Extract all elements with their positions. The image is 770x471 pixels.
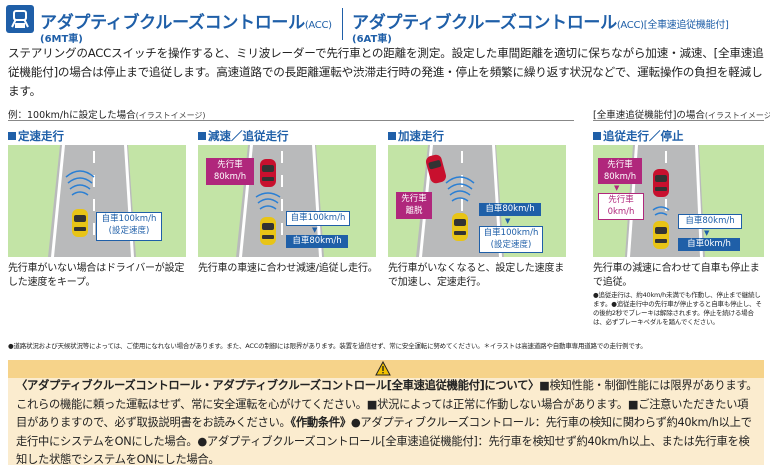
panel-stop-desc: 先行車の減速に合わせて自車も停止まで追従。 [593, 263, 760, 288]
panel-stop-notes: ●追従走行は、約40km/h未満でも作動し、停止まで継続します。●追従走行中の先… [593, 291, 762, 326]
own-car-icon [452, 213, 468, 241]
acc-steering-icon [6, 5, 34, 33]
header-divider [342, 8, 343, 40]
lead-leaving-badge: 先行車離脱 [396, 192, 432, 219]
radar-waves-icon [65, 170, 95, 196]
warning-body-2: ●アダプティブクルーズコントロール：先行車の検知に関わらず約40km/h以上で走… [16, 416, 752, 466]
section-rule-left [8, 120, 574, 121]
lead-car-icon [260, 159, 276, 187]
arrow-down-icon: ▼ [505, 217, 511, 225]
own-speed-after: 自車100km/h(設定速度) [479, 226, 543, 253]
warning-heading: 〈アダプティブクルーズコントロール・アダプティブクルーズコントロール[全車速追従… [16, 379, 540, 392]
own-car-icon [72, 209, 88, 237]
title-acc-mt: アダプティブクルーズコントロール(ACC) [40, 13, 332, 33]
panel-decel-desc: 先行車の車速に合わせ減速/追従し走行。 [198, 263, 378, 274]
panel-title-constant: 定速走行 [8, 128, 64, 144]
panel-title-decel: 減速／追従走行 [198, 128, 289, 144]
title-acc-at: アダプティブクルーズコントロール(ACC)[全車速追従機能付] [352, 13, 729, 33]
radar-waves-icon [255, 192, 281, 210]
tag-6at: (6AT車) [352, 34, 392, 45]
intro-text: ステアリングのACCスイッチを操作すると、ミリ波レーダーで先行車との距離を測定。… [8, 46, 764, 98]
own-speed-before: 自車80km/h [479, 203, 541, 216]
panel-accel-desc: 先行車がいなくなると、設定した速度まで加速し、定速走行。 [388, 263, 564, 288]
footnote: ●道路状況および天候状況等によっては、ご使用になれない場合があります。また、AC… [8, 342, 647, 350]
arrow-down-icon: ▼ [704, 229, 710, 237]
lead-car-icon [653, 169, 669, 197]
warning-conditions-label: 《作動条件》 [290, 416, 351, 429]
arrow-down-icon: ▼ [614, 184, 620, 192]
radar-waves-icon [652, 206, 670, 216]
warning-text: 〈アダプティブクルーズコントロール・アダプティブクルーズコントロール[全車速追従… [16, 377, 758, 470]
section-fullspeed-label: [全車速追従機能付]の場合(イラストイメージ) [593, 110, 770, 121]
warning-body-1: ■検知性能・制御性能には限界があります。これらの機能に頼った運転はせず、常に安全… [16, 379, 758, 429]
section-example-label: 例：100km/hに設定した場合(イラストイメージ) [8, 110, 206, 121]
own-car-icon [260, 217, 276, 245]
own-car-icon [653, 221, 669, 249]
section-rule-right [593, 120, 764, 121]
radar-waves-icon [445, 176, 475, 202]
panel-title-stop: 追従走行／停止 [593, 128, 684, 144]
own-speed-after: 自車80km/h [286, 235, 348, 248]
own-speed-before: 自車100km/h [286, 211, 350, 226]
arrow-down-icon: ▼ [312, 226, 318, 234]
tag-6mt: (6MT車) [40, 34, 83, 45]
own-speed-after: 自車0km/h [678, 238, 740, 251]
panel-title-accel: 加速走行 [388, 128, 444, 144]
warning-triangle-icon [375, 360, 391, 380]
lead-car-leaving-icon [425, 154, 447, 184]
own-speed-before: 自車80km/h [678, 214, 742, 229]
panel-constant-desc: 先行車がいない場合はドライバーが設定した速度をキープ。 [8, 263, 185, 288]
own-speed-label: 自車100km/h(設定速度) [96, 212, 162, 241]
